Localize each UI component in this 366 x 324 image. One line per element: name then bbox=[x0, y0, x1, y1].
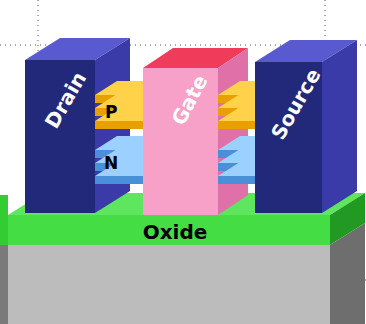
drain-front bbox=[25, 60, 95, 213]
gate-side bbox=[218, 48, 248, 215]
oxide-front bbox=[8, 215, 330, 245]
source-side bbox=[322, 40, 357, 213]
part-name: Oxide bbox=[143, 222, 208, 242]
gate-front bbox=[143, 68, 218, 215]
oxide-layer: Oxide bbox=[143, 222, 208, 242]
p-type-label: P bbox=[105, 104, 117, 121]
neighbour-substrate bbox=[0, 245, 8, 324]
n-type-label: N bbox=[104, 155, 118, 172]
substrate-front bbox=[8, 245, 330, 324]
neighbour-oxide bbox=[0, 195, 8, 245]
